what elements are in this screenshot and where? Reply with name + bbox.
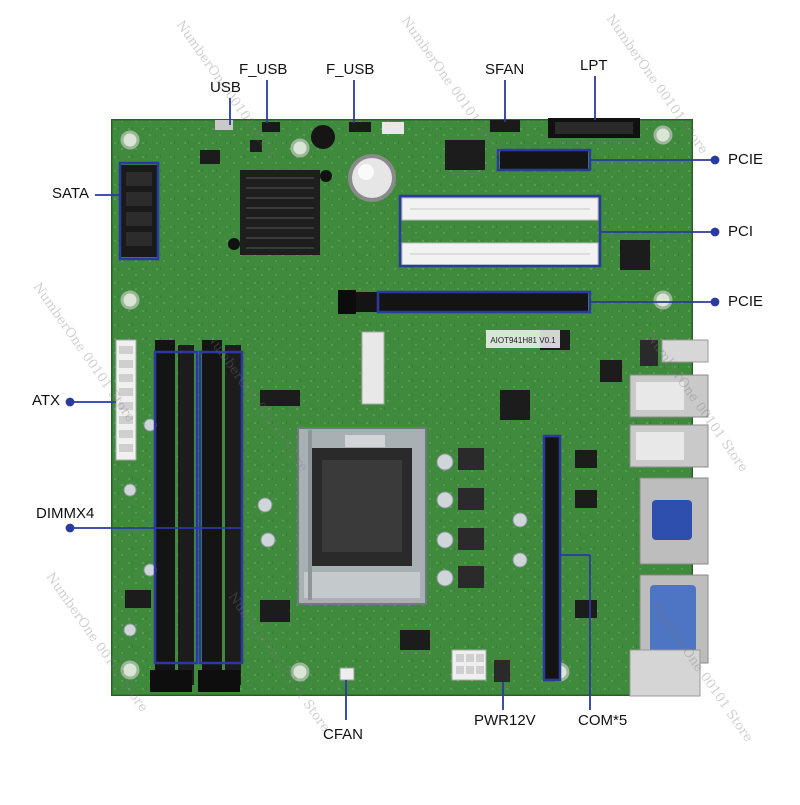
label-cfan: CFAN [323,726,364,743]
cpu-socket [297,427,427,605]
chipset-heatsink [228,170,332,255]
atx-connector [115,339,137,461]
label-sfan: SFAN [485,61,525,78]
leader-lines [65,76,720,720]
pcie-slot-latch [338,290,356,314]
highlight-pci [398,194,602,268]
highlight-dimm-a [153,350,199,665]
label-dimm: DIMMX4 [36,505,95,522]
cfan-header [339,667,355,681]
buzzer [311,125,335,149]
white-connector [361,331,385,405]
label-sata: SATA [52,185,89,202]
label-pcie-long: PCIE [728,293,764,310]
pwr12v-connector [451,649,510,682]
label-pci: PCI [728,223,754,240]
highlight-dimm-b [198,350,244,665]
com-headers [544,436,560,680]
capacitors [123,418,528,637]
board-marking: AIOT941H81 V0.1 [490,336,556,345]
top-headers [215,118,640,138]
label-usb: USB [210,79,241,96]
highlight-sata [118,161,160,261]
label-f-usb-2: F_USB [326,61,375,78]
label-com: COM*5 [578,712,628,729]
cmos-battery [348,154,396,202]
label-f-usb-1: F_USB [239,61,288,78]
dimm-slots [150,340,241,692]
label-pwr12v: PWR12V [474,712,536,729]
rear-io [629,339,709,697]
label-pcie-top: PCIE [728,151,764,168]
pcie-slot-top [500,150,588,170]
highlight-com [542,434,562,682]
pcie-slot-long [340,292,588,312]
sata-connectors [120,165,158,257]
marking-label-bg [486,330,560,348]
label-atx: ATX [32,392,61,409]
vrm-chokes [458,448,484,588]
label-lpt: LPT [580,57,608,74]
